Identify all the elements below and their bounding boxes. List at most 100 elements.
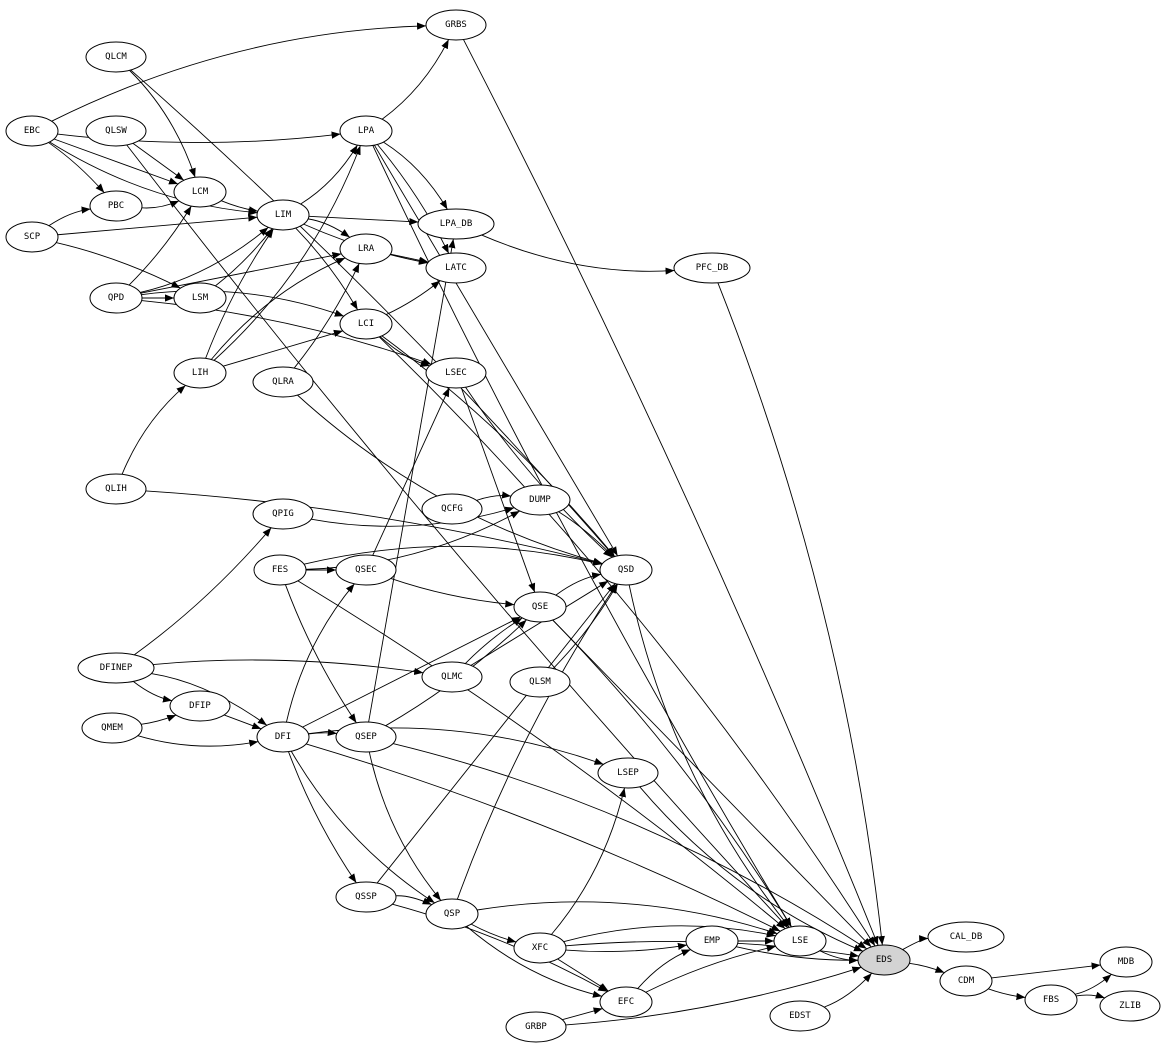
- node-pbc[interactable]: PBC: [89, 190, 143, 222]
- edge-lim-to-lci: [295, 227, 359, 311]
- node-lsec[interactable]: LSEC: [425, 357, 487, 389]
- node-fbs[interactable]: FBS: [1024, 984, 1078, 1016]
- edge-qmem-to-dfi: [137, 735, 259, 747]
- node-shape: [1024, 984, 1078, 1016]
- node-pfc-db[interactable]: PFC_DB: [673, 252, 751, 284]
- node-dfip[interactable]: DFIP: [169, 690, 231, 722]
- node-emp[interactable]: EMP: [685, 925, 739, 957]
- node-fes[interactable]: FES: [253, 554, 307, 586]
- node-shape: [335, 881, 397, 913]
- node-lpa-db[interactable]: LPA_DB: [417, 208, 495, 240]
- edge-lim-to-lpa_db: [308, 215, 419, 226]
- node-lih[interactable]: LIH: [173, 357, 227, 389]
- node-shape: [252, 498, 314, 530]
- node-qcfg[interactable]: QCFG: [421, 493, 483, 525]
- node-lcm[interactable]: LCM: [173, 176, 227, 208]
- node-grbs[interactable]: GRBS: [425, 9, 487, 41]
- node-shape: [81, 712, 143, 744]
- node-label: CDM: [958, 976, 975, 986]
- node-qpd[interactable]: QPD: [89, 282, 143, 314]
- edge-efc-to-lse: [645, 944, 776, 993]
- edge-xfc-to-efc: [557, 958, 609, 992]
- node-shape: [425, 898, 479, 930]
- node-shape: [857, 944, 911, 976]
- node-cal-db[interactable]: CAL_DB: [927, 921, 1005, 953]
- node-shape: [335, 721, 397, 753]
- node-qlmc[interactable]: QLMC: [421, 661, 483, 693]
- node-eds[interactable]: EDS: [857, 944, 911, 976]
- node-qlsw[interactable]: QLSW: [85, 115, 147, 147]
- node-qlsm[interactable]: QLSM: [509, 666, 571, 698]
- node-shape: [173, 357, 227, 389]
- node-lci[interactable]: LCI: [339, 308, 393, 340]
- node-efc[interactable]: EFC: [599, 986, 653, 1018]
- node-dump[interactable]: DUMP: [509, 484, 571, 516]
- node-shape: [673, 252, 751, 284]
- node-scp[interactable]: SCP: [5, 221, 59, 253]
- node-shape: [252, 366, 314, 398]
- node-lsep[interactable]: LSEP: [597, 757, 659, 789]
- node-ebc[interactable]: EBC: [5, 115, 59, 147]
- node-dfi[interactable]: DFI: [256, 721, 310, 753]
- edge-qpd-to-lcm: [128, 205, 192, 286]
- edge-dfip-to-dfi: [223, 714, 262, 730]
- edge-qpd-to-lra: [140, 252, 342, 294]
- node-label: QPD: [108, 293, 124, 303]
- node-lra[interactable]: LRA: [339, 233, 393, 265]
- node-label: LIH: [192, 368, 208, 378]
- node-shape: [927, 921, 1005, 953]
- node-qse[interactable]: QSE: [513, 591, 567, 623]
- edge-lpa_db-to-pfc_db: [481, 234, 675, 275]
- node-qssp[interactable]: QSSP: [335, 881, 397, 913]
- node-qlra[interactable]: QLRA: [252, 366, 314, 398]
- edge-qpd-to-lim: [140, 227, 269, 293]
- node-mdb[interactable]: MDB: [1099, 946, 1153, 978]
- node-label: QSP: [444, 909, 461, 919]
- edge-fbs-to-mdb: [1074, 974, 1112, 995]
- node-qlcm[interactable]: QLCM: [85, 41, 147, 73]
- edge-lpa-to-lpa_db: [383, 141, 448, 210]
- node-shape: [599, 554, 653, 586]
- node-label: EBC: [24, 126, 40, 136]
- node-label: QLSW: [105, 126, 127, 136]
- node-xfc[interactable]: XFC: [513, 932, 567, 964]
- node-zlib[interactable]: ZLIB: [1099, 990, 1161, 1022]
- node-label: EFC: [618, 997, 634, 1007]
- node-qmem[interactable]: QMEM: [81, 712, 143, 744]
- node-edst[interactable]: EDST: [769, 1000, 831, 1032]
- node-lse[interactable]: LSE: [773, 925, 827, 957]
- node-qsd[interactable]: QSD: [599, 554, 653, 586]
- node-qsec[interactable]: QSEC: [335, 554, 397, 586]
- node-label: QLMC: [441, 672, 463, 682]
- node-qlih[interactable]: QLIH: [85, 473, 147, 505]
- edge-qsp-to-efc: [466, 926, 603, 998]
- edge-lpa-to-latc: [377, 144, 450, 254]
- node-lsm[interactable]: LSM: [173, 282, 227, 314]
- node-label: QSE: [532, 602, 548, 612]
- node-lpa[interactable]: LPA: [339, 115, 393, 147]
- node-cdm[interactable]: CDM: [939, 965, 993, 997]
- node-shape: [85, 115, 147, 147]
- node-dfinep[interactable]: DFINEP: [77, 652, 155, 684]
- node-shape: [169, 690, 231, 722]
- edge-lih-to-lci: [223, 329, 343, 367]
- node-latc[interactable]: LATC: [425, 252, 487, 284]
- edge-lsec-to-qse: [460, 387, 536, 593]
- node-shape: [85, 473, 147, 505]
- edge-lih-to-lra: [210, 257, 346, 360]
- node-qsep[interactable]: QSEP: [335, 721, 397, 753]
- edge-qse-to-eds: [552, 619, 872, 948]
- node-shape: [505, 1011, 567, 1043]
- edge-eds-to-cal_db: [902, 935, 929, 950]
- node-shape: [1099, 946, 1153, 978]
- node-grbp[interactable]: GRBP: [505, 1011, 567, 1043]
- node-qpig[interactable]: QPIG: [252, 498, 314, 530]
- edge-scp-to-lim: [57, 214, 258, 236]
- node-lim[interactable]: LIM: [256, 199, 310, 231]
- node-qsp[interactable]: QSP: [425, 898, 479, 930]
- node-label: QCFG: [441, 504, 463, 514]
- node-label: LPA: [358, 126, 375, 136]
- node-label: DFINEP: [100, 663, 133, 673]
- edge-qcfg-to-dump: [476, 491, 512, 501]
- edge-qsp-to-xfc: [470, 923, 517, 944]
